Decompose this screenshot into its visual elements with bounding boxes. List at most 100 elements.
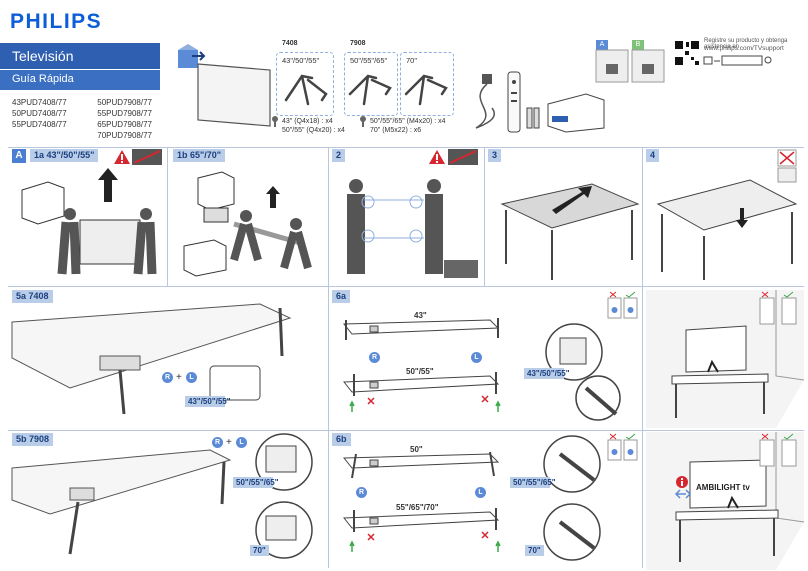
unboxing-illustration bbox=[21, 168, 157, 275]
support-url: www.philips.com/TVsupport bbox=[704, 45, 784, 52]
stand-detail-illustration bbox=[255, 433, 313, 559]
screws-7408-line1: 43" (Q4x18) : x4 bbox=[282, 118, 333, 125]
size-tag-50-55-65: 50"/55"/65" bbox=[510, 477, 556, 488]
divider bbox=[642, 148, 643, 568]
check-icons bbox=[607, 291, 638, 319]
qr-code-icon bbox=[674, 40, 700, 66]
register-text: Registre su producto y obtenga asistenci… bbox=[704, 38, 788, 50]
info-icon bbox=[676, 476, 688, 488]
screw-install-illustration bbox=[543, 435, 601, 561]
divider bbox=[8, 430, 804, 431]
size-43-label: 43" bbox=[414, 311, 427, 320]
place-on-table-illustration bbox=[500, 183, 640, 280]
r-marker: R bbox=[369, 352, 380, 363]
size-tag-70: 70" bbox=[250, 545, 269, 556]
step-5a-label: 5a 7408 bbox=[12, 290, 53, 303]
placement-icon bbox=[595, 49, 665, 83]
tv-panel-icon bbox=[197, 63, 271, 127]
power-cable-icon bbox=[475, 74, 496, 129]
size-55-65-70-label: 55"/65"/70" bbox=[396, 503, 439, 512]
warning-icon bbox=[429, 150, 445, 164]
l-marker: L bbox=[475, 487, 486, 498]
warning-icon bbox=[114, 150, 130, 164]
step-6b-label: 6b bbox=[332, 433, 351, 446]
step-1b-label: 1b 65"/70" bbox=[173, 149, 226, 162]
stand-box-7908-b bbox=[400, 52, 454, 116]
screws-7408-line2: 50"/55" (Q4x20) : x4 bbox=[282, 127, 345, 134]
tv-base-43-illustration bbox=[342, 318, 500, 340]
stand-foot-icon bbox=[404, 74, 448, 106]
remote-control-icon bbox=[507, 71, 521, 133]
divider bbox=[8, 286, 804, 287]
check-icons bbox=[759, 291, 797, 325]
divider bbox=[328, 148, 329, 568]
carry-tv-illustration bbox=[347, 179, 478, 278]
search-bar-icon bbox=[703, 55, 772, 66]
manual-booklet-icon bbox=[547, 93, 605, 133]
r-marker: R bbox=[356, 487, 367, 498]
philips-logo: PHILIPS bbox=[10, 10, 103, 33]
size-tag-50-55-65: 50"/55"/65" bbox=[233, 477, 279, 488]
stand-box-7908-a bbox=[344, 52, 398, 116]
divider bbox=[167, 148, 168, 286]
divider bbox=[484, 148, 485, 286]
no-screwdriver-icon bbox=[777, 149, 797, 183]
box-open-icon bbox=[178, 44, 206, 68]
tag-a: A bbox=[596, 40, 608, 50]
sizes-7908-a: 50"/55"/65" bbox=[350, 56, 388, 65]
step-3-label: 3 bbox=[488, 149, 502, 162]
divider bbox=[8, 147, 804, 148]
plus-sign: + bbox=[176, 372, 182, 383]
series-7908-label: 7908 bbox=[350, 40, 366, 47]
l-marker: L bbox=[471, 352, 482, 363]
tv-face-down-illustration bbox=[656, 179, 798, 280]
model-row: 70PUD7908/77 bbox=[97, 131, 152, 140]
screws-7908-line2: 70" (M5x22) : x6 bbox=[370, 127, 422, 134]
sizes-7908-b: 70" bbox=[406, 56, 418, 65]
screw-icon bbox=[360, 116, 366, 127]
title-band: Televisión bbox=[0, 43, 160, 69]
section-a-badge: A bbox=[12, 149, 26, 163]
series-7408-label: 7408 bbox=[282, 40, 298, 47]
doc-subtitle: Guía Rápida bbox=[12, 73, 74, 85]
stand-box-7408 bbox=[276, 52, 334, 116]
screw-icon bbox=[272, 116, 278, 127]
check-icons bbox=[607, 433, 638, 461]
doc-title: Televisión bbox=[12, 48, 74, 64]
plus-sign: + bbox=[226, 437, 232, 448]
ambilight-logo: AMBILIGHT tv bbox=[696, 483, 750, 492]
size-50-label: 50" bbox=[410, 445, 423, 454]
tag-b: B bbox=[632, 40, 644, 50]
r-marker: R bbox=[162, 372, 173, 383]
subtitle-band: Guía Rápida bbox=[0, 70, 160, 90]
step-4-label: 4 bbox=[646, 149, 660, 162]
tv-back-stand-7908-illustration bbox=[11, 449, 232, 555]
r-marker: R bbox=[212, 437, 223, 448]
stand-foot-icon bbox=[284, 74, 328, 106]
check-icons bbox=[759, 433, 797, 467]
large-tv-unboxing-illustration bbox=[183, 171, 312, 277]
screws-7908-line1: 50"/55"/65" (M4x20) : x4 bbox=[370, 118, 446, 125]
step-5b-label: 5b 7908 bbox=[12, 433, 54, 446]
size-tag-70: 70" bbox=[525, 545, 544, 556]
screw-install-illustration bbox=[545, 323, 621, 421]
header-sidebar: PHILIPS Televisión Guía Rápida 43PUD7408… bbox=[0, 0, 160, 148]
sizes-7408: 43"/50"/55" bbox=[282, 56, 320, 65]
batteries-icon bbox=[526, 107, 540, 129]
size-tag-43-50-55: 43"/50"/55" bbox=[524, 368, 570, 379]
step-1a-label: 1a 43"/50"/55" bbox=[30, 149, 99, 162]
l-marker: L bbox=[236, 437, 247, 448]
size-50-55-label: 50"/55" bbox=[406, 367, 434, 376]
no-lift-icon bbox=[132, 149, 162, 165]
tv-back-stand-7408-illustration bbox=[11, 303, 292, 415]
tv-base-50-55-illustration bbox=[342, 372, 501, 412]
size-tag-43-50-55: 43"/50"/55" bbox=[185, 396, 231, 407]
l-marker: L bbox=[186, 372, 197, 383]
tv-base-55-65-70-illustration bbox=[342, 508, 501, 552]
tv-base-50-illustration bbox=[342, 451, 500, 479]
stand-foot-icon bbox=[348, 74, 392, 106]
